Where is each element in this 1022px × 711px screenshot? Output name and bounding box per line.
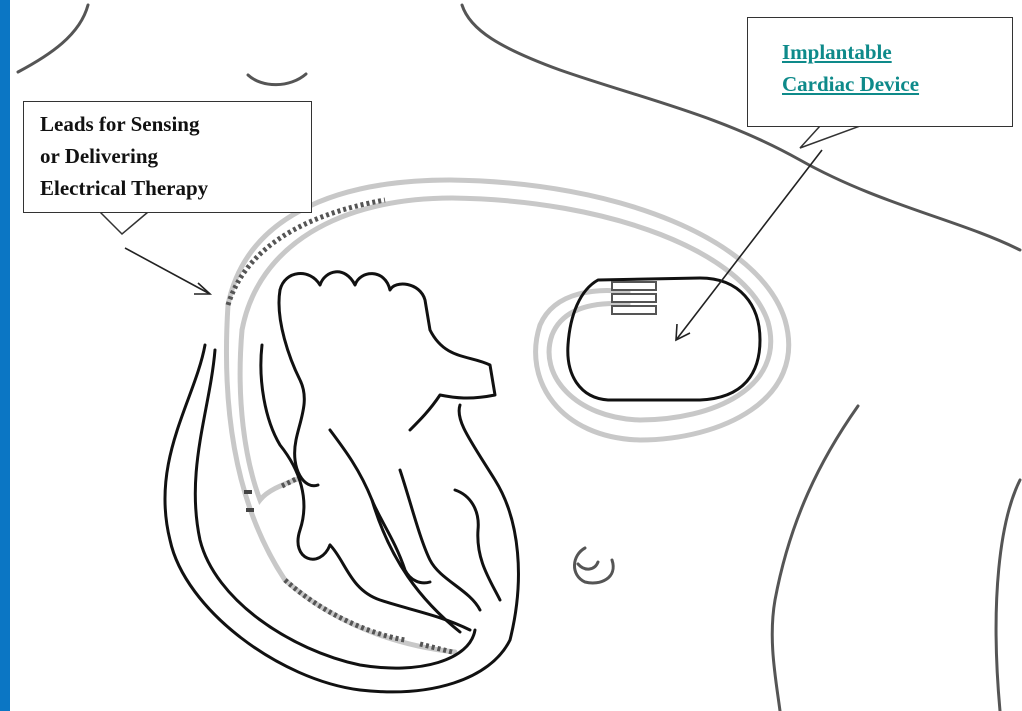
septum (330, 430, 460, 632)
heart-inner-left (195, 350, 475, 668)
nipple-center (578, 562, 598, 569)
device-callout-link[interactable]: Implantable Cardiac Device (782, 36, 919, 100)
clavicle-left (248, 74, 306, 85)
pulmonary (279, 290, 318, 486)
device-arrow (676, 150, 822, 340)
neck-outline-left (18, 5, 88, 72)
left-ventricle (400, 470, 480, 610)
leads-callout-tail (100, 212, 148, 234)
device-line-1[interactable]: Implantable (782, 36, 919, 68)
device-body (568, 278, 760, 400)
leads-line-2: or Delivering (40, 140, 208, 172)
arm-outline (996, 480, 1020, 711)
device-header (612, 282, 656, 314)
aorta (280, 272, 495, 430)
leads-line-3: Electrical Therapy (40, 172, 208, 204)
device-callout-tail (800, 126, 860, 148)
leads-line-1: Leads for Sensing (40, 108, 208, 140)
underarm-line (772, 406, 858, 711)
leads-callout: Leads for Sensing or Delivering Electric… (23, 101, 312, 213)
leads-arrow (125, 248, 210, 294)
lead-band-bottom (285, 580, 405, 640)
heart (165, 272, 519, 692)
valve-right (455, 490, 500, 600)
device-callout: Implantable Cardiac Device (747, 17, 1013, 127)
device-line-2[interactable]: Cardiac Device (782, 68, 919, 100)
leads-callout-text: Leads for Sensing or Delivering Electric… (40, 108, 208, 204)
diagram-canvas: Leads for Sensing or Delivering Electric… (10, 0, 1022, 711)
